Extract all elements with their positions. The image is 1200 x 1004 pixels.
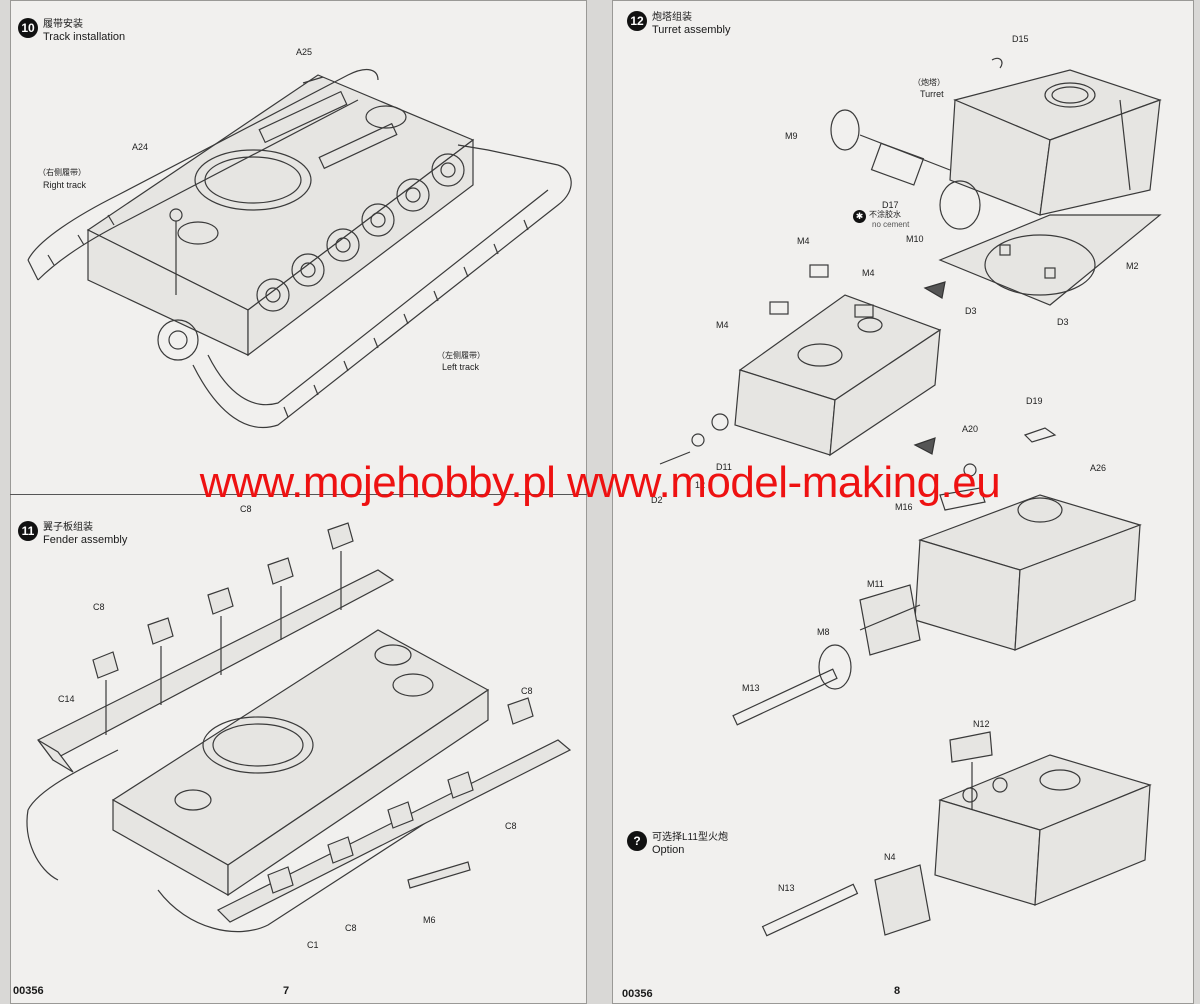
part-label-m4-b: M4 [862, 268, 875, 278]
step-title-en: Fender assembly [43, 534, 128, 546]
part-label-d2: D2 [651, 495, 663, 505]
no-cement-en: no cement [872, 220, 910, 229]
left-track-label-cn: （左侧履带） [437, 351, 485, 360]
turret-assembly-drawing [659, 57, 1162, 937]
part-label-m10: M10 [906, 234, 924, 244]
part-label-c8-bottom: C8 [345, 923, 357, 933]
page-number-left: 7 [283, 985, 290, 997]
option-title-en: Option [652, 844, 685, 856]
part-label-c8-right: C8 [521, 686, 533, 696]
step-title-en: Turret assembly [652, 24, 731, 36]
part-label-m4-c: M4 [716, 320, 729, 330]
part-label-m11: M11 [867, 579, 884, 589]
fender-assembly-drawing [26, 522, 572, 933]
turret-label-cn: （炮塔） [913, 78, 945, 87]
part-label-a26: A26 [1090, 463, 1107, 473]
part-label-c8-top: C8 [240, 504, 252, 514]
part-label-d3-right: D3 [1057, 317, 1069, 327]
product-code-left: 00356 [13, 985, 44, 997]
part-label-c8-right2: C8 [505, 821, 517, 831]
turret-label-en: Turret [920, 89, 944, 99]
step-12-header: 12 炮塔组装 Turret assembly [627, 11, 730, 37]
part-label-d3-left: D3 [965, 306, 977, 316]
step-10-header: 10 履带安装 Track installation [18, 18, 125, 44]
part-label-a20: A20 [962, 424, 979, 434]
step-title-cn: 翼子板组装 [43, 522, 93, 533]
option-title-cn: 可选择L11型火炮 [652, 832, 728, 843]
part-label-d17: D17 [882, 200, 899, 210]
part-label-n4: N4 [884, 852, 896, 862]
part-label-n13: N13 [778, 883, 795, 893]
part-label-m4-a: M4 [797, 236, 810, 246]
product-code-right: 00356 [622, 988, 653, 1000]
part-label-d15: D15 [1012, 34, 1029, 44]
no-cement-cn: 不涂胶水 [869, 210, 901, 219]
step-title-cn: 炮塔组装 [652, 12, 692, 23]
left-track-label-en: Left track [442, 362, 480, 372]
no-cement-icon: ✱ [853, 210, 866, 223]
step-11-header: 11 翼子板组装 Fender assembly [18, 521, 127, 547]
part-label-m6: M6 [423, 915, 436, 925]
part-label-m9: M9 [785, 131, 798, 141]
part-label-c14: C14 [58, 694, 75, 704]
step-title-en: Track installation [43, 31, 126, 43]
watermark-text: www.mojehobby.pl www.model-making.eu [199, 458, 1001, 507]
right-track-label-cn: （右侧履带） [38, 168, 86, 177]
part-label-n12: N12 [973, 719, 990, 729]
part-label-m8: M8 [817, 627, 830, 637]
part-label-m2: M2 [1126, 261, 1139, 271]
page-number-right: 8 [894, 985, 901, 997]
part-label-a25: A25 [296, 47, 313, 57]
part-label-c1: C1 [307, 940, 319, 950]
step-badge: 12 [627, 11, 647, 31]
step-title-cn: 履带安装 [43, 19, 83, 30]
part-label-m16: M16 [895, 502, 913, 512]
part-label-12: 12 [695, 480, 706, 490]
left-page-divider [10, 494, 587, 495]
part-label-d11: D11 [716, 462, 732, 472]
option-header: ? 可选择L11型火炮 Option [627, 831, 728, 857]
part-label-a24: A24 [132, 142, 149, 152]
right-track-label-en: Right track [43, 180, 87, 190]
part-label-m13: M13 [742, 683, 760, 693]
track-installation-drawing [27, 68, 572, 429]
step-badge: 10 [18, 18, 38, 38]
part-label-d19: D19 [1026, 396, 1043, 406]
step-badge: 11 [18, 521, 38, 541]
option-badge: ? [627, 831, 647, 851]
part-label-c8-left: C8 [93, 602, 105, 612]
